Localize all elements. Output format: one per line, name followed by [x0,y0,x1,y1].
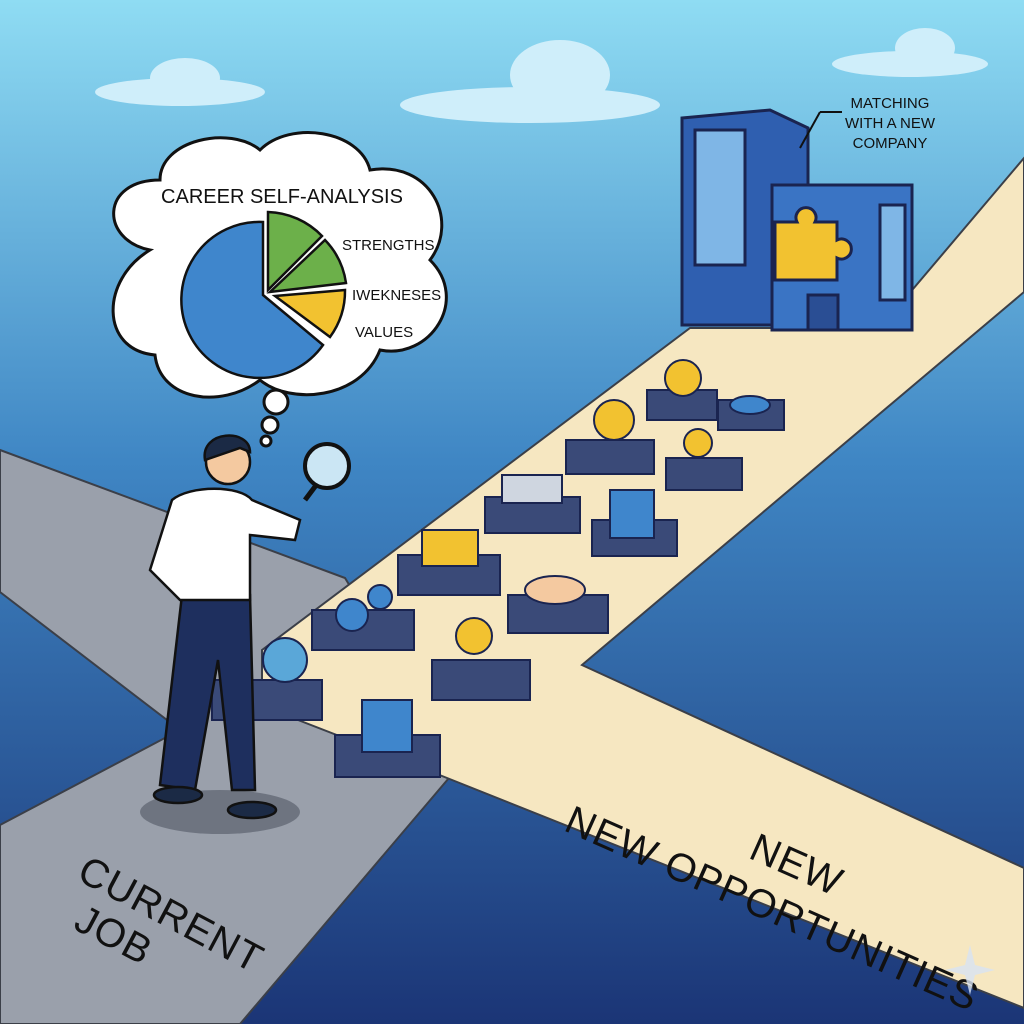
books-icon [421,529,479,567]
callout-line-1: MATCHING [851,95,930,112]
handshake-icon [524,575,586,605]
pie-slice-strengths-2 [266,238,348,294]
bubble-title: CAREER SELF-ANALYSIS [161,186,403,208]
magnifier-icon [303,442,351,490]
pie-slice-main [180,220,325,380]
pie-label-strengths: STRENGTHS [342,237,435,254]
person-with-magnifier [140,434,351,834]
lightbulb-icon [455,617,493,655]
tile-sign [484,474,581,534]
pie-label-weaknesses: IWEKNESES [352,287,441,304]
pie-slice-values [271,288,347,339]
pie-slice-strengths [266,210,324,294]
tile-notebook [591,489,678,557]
puzzle-piece-icon [773,206,853,282]
skill-tiles [211,359,785,778]
tile-idea [646,359,718,421]
lightbulb-icon [683,428,713,458]
tile-book [334,699,441,778]
career-pie-chart [180,210,348,380]
pie-label-values: VALUES [355,324,413,341]
tile-books [397,529,501,596]
gear-icon [367,584,393,610]
clouds [95,28,988,123]
tile-target [565,399,655,475]
sparkle-icon [945,945,995,995]
tile-bulb-2 [665,428,743,491]
new-company-building [680,108,914,332]
idea-icon [664,359,702,397]
tile-network [717,395,785,431]
target-icon [593,399,635,441]
tile-lightbulb [431,617,531,701]
callout-line-2: WITH A NEW [845,115,936,132]
tile-gears [311,584,415,651]
callout-line-3: COMPANY [853,135,928,152]
notebook-icon [609,489,655,539]
gear-icon [335,598,369,632]
tile-handshake [507,575,609,634]
